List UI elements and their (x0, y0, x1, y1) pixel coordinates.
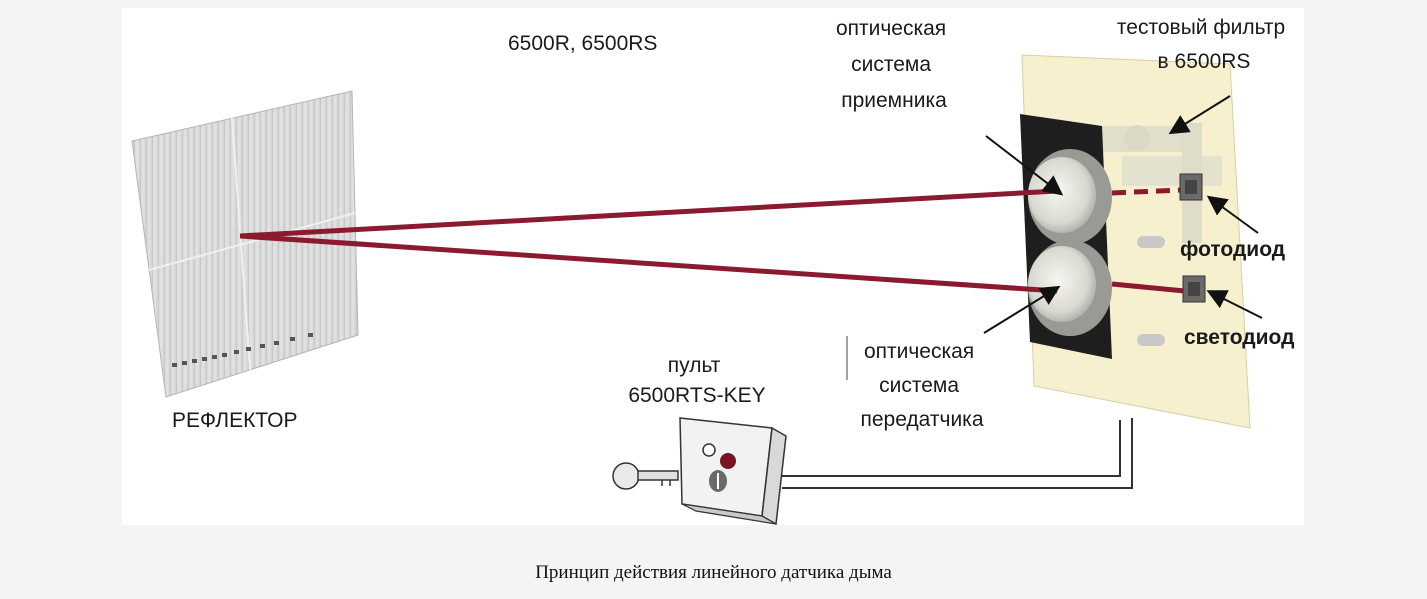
receiver-lens (1028, 149, 1112, 245)
light-beams (239, 187, 1186, 294)
key-icon (612, 462, 679, 490)
pointer-lines (983, 95, 1263, 334)
figure-panel: 6500R, 6500RS оптическая система приемни… (122, 8, 1304, 525)
figure-caption: Принцип действия линейного датчика дыма (535, 562, 892, 583)
label-photodiode: фотодиод (1180, 238, 1285, 261)
label-model: 6500R, 6500RS (508, 32, 657, 55)
cable (782, 418, 1133, 489)
label-remote: пульт 6500RTS-KEY (628, 354, 765, 407)
photodiode (1179, 173, 1203, 201)
label-test-filter: тестовый фильтр в 6500RS (1117, 16, 1291, 73)
remote-box (679, 417, 787, 525)
label-led: светодиод (1184, 326, 1294, 349)
label-receiver-optics: оптическая система приемника (836, 17, 952, 112)
led (1182, 275, 1206, 303)
label-reflector: РЕФЛЕКТОР (172, 409, 298, 432)
smoke-detector-diagram: 6500R, 6500RS оптическая система приемни… (131, 16, 1294, 525)
label-transmitter-optics: оптическая система передатчика (860, 340, 983, 431)
reflector (131, 90, 359, 398)
